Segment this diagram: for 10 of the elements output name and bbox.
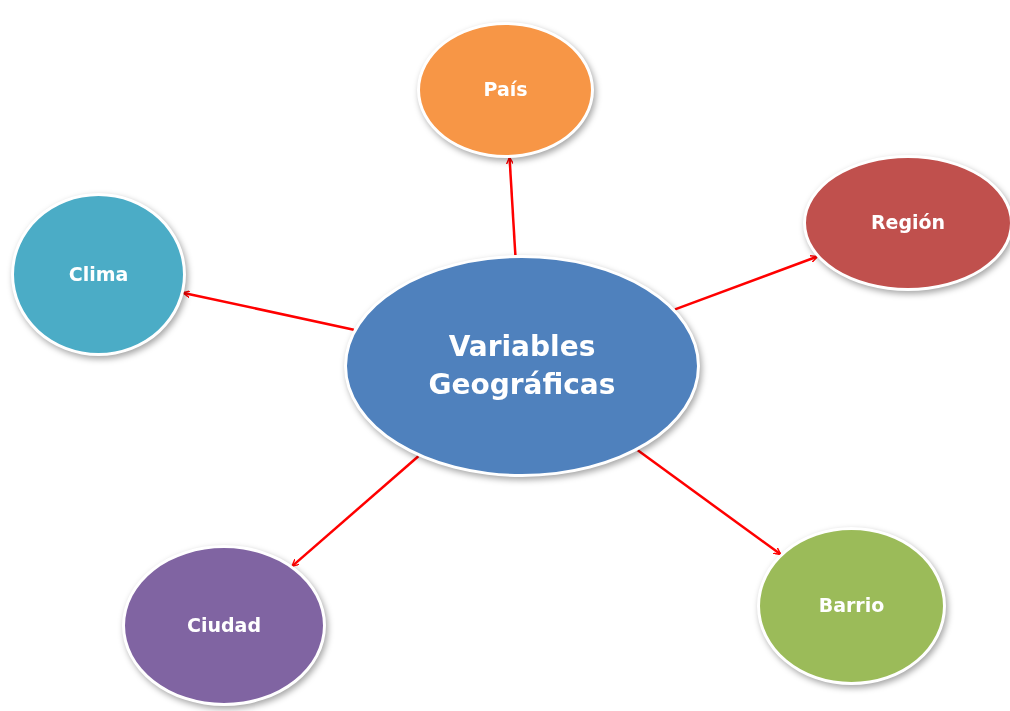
node-label: Clima bbox=[68, 261, 129, 287]
arrow bbox=[637, 449, 782, 556]
arrow bbox=[291, 455, 420, 567]
node-label: Región bbox=[870, 210, 946, 236]
arrow bbox=[505, 156, 517, 256]
node-label: País bbox=[483, 77, 528, 103]
node-label: Variables Geográficas bbox=[427, 329, 617, 403]
node-label: Barrio bbox=[818, 593, 885, 619]
node-label: Ciudad bbox=[187, 612, 261, 638]
arrow bbox=[674, 254, 819, 311]
